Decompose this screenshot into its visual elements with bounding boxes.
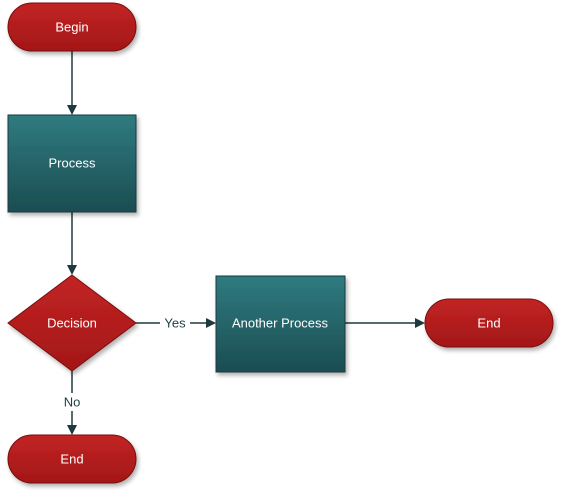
- another-process-label: Another Process: [232, 316, 329, 331]
- no-edge-label: No: [64, 395, 81, 410]
- decision-diamond-shape: [7, 274, 137, 372]
- yes-edge-label: Yes: [164, 316, 186, 331]
- decision-label: Decision: [47, 316, 97, 331]
- another-process-box[interactable]: Another Process: [215, 275, 346, 373]
- another-process-box-shape: [215, 275, 346, 373]
- begin-terminator-shape: [7, 2, 137, 52]
- begin-label: Begin: [55, 20, 88, 35]
- connectors: [67, 51, 425, 435]
- end-terminator-bottom-shape: [7, 434, 137, 484]
- begin-terminator[interactable]: Begin: [7, 2, 137, 52]
- end-terminator-right[interactable]: End: [424, 298, 554, 348]
- decision-diamond[interactable]: Decision: [7, 274, 137, 372]
- end-bottom-label: End: [60, 452, 83, 467]
- process-box[interactable]: Process: [7, 114, 137, 213]
- end-terminator-bottom[interactable]: End: [7, 434, 137, 484]
- process-box-shape: [7, 114, 137, 213]
- process-label: Process: [49, 156, 96, 171]
- end-right-label: End: [477, 316, 500, 331]
- end-terminator-right-shape: [424, 298, 554, 348]
